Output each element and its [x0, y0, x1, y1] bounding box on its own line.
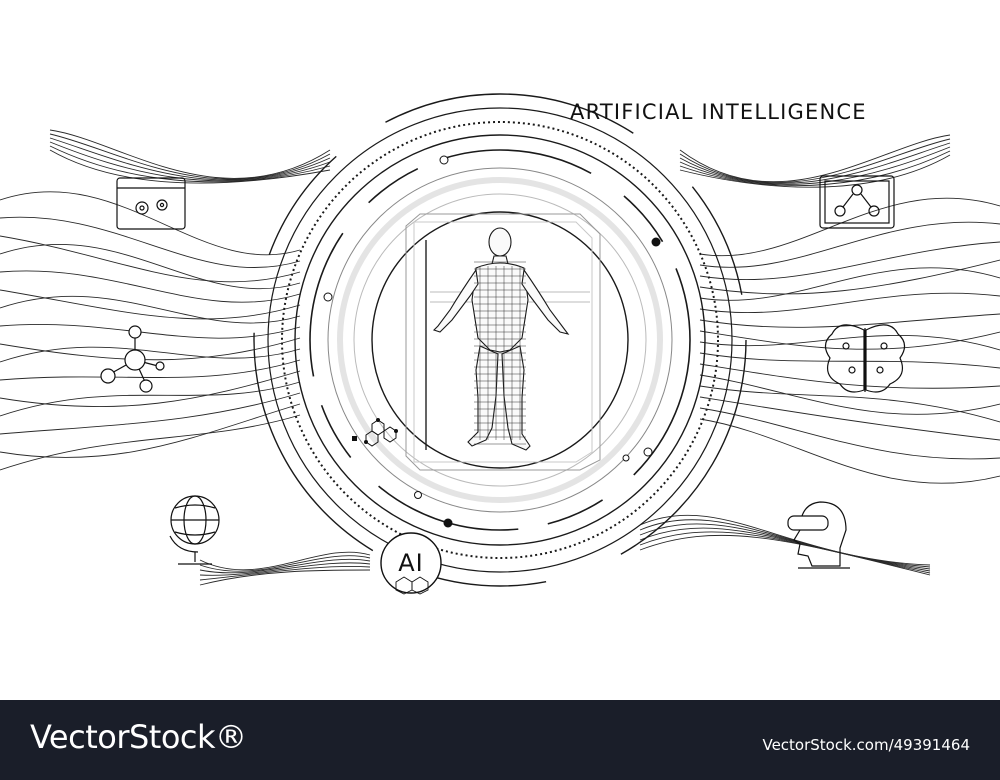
settings-window-icon: [116, 177, 186, 230]
body-mesh: [474, 261, 526, 445]
ai-label: AI: [398, 549, 424, 577]
page-title: ARTIFICIAL INTELLIGENCE: [570, 100, 867, 124]
hud-rings: [253, 93, 747, 587]
ai-scene: [0, 93, 1000, 595]
wireframe-human-icon: [432, 227, 570, 451]
ai-emblem: [380, 532, 442, 595]
flowing-lines: [0, 129, 1000, 586]
brand-logo: VectorStock®: [30, 718, 247, 756]
molecule-icon: [100, 325, 165, 393]
ring-nodes: [323, 155, 661, 528]
globe-icon: [169, 495, 220, 565]
watermark-bar: VectorStock® VectorStock.com/49391464: [0, 700, 1000, 780]
hexagon-cluster-icon: [364, 418, 398, 447]
molecule-screen-icon: [819, 175, 895, 229]
brain-icon: [824, 324, 906, 393]
image-id: VectorStock.com/49391464: [762, 736, 970, 754]
vr-head-icon: [787, 501, 850, 569]
